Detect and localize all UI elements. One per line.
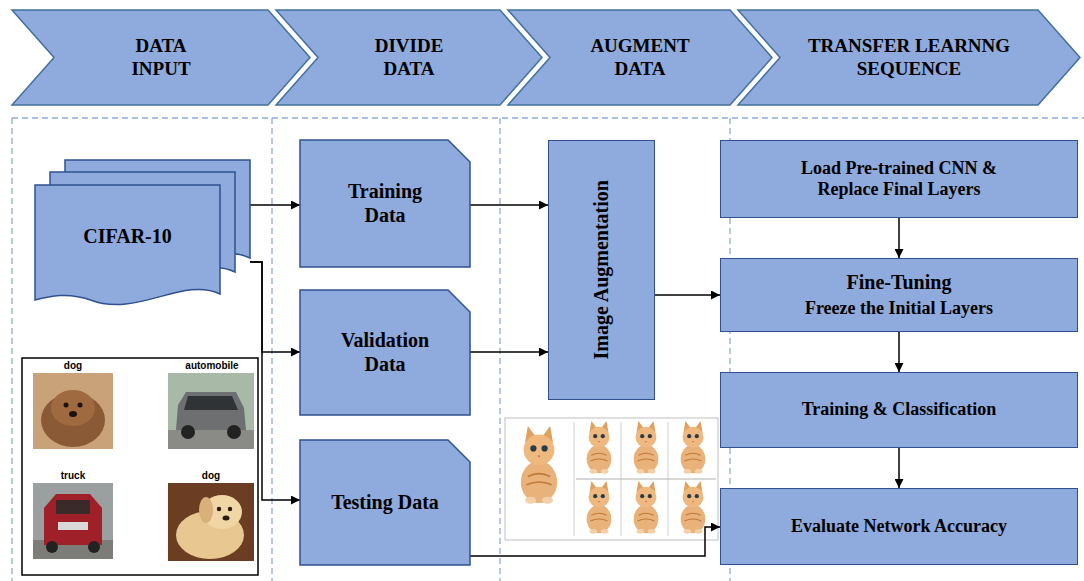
- node-heading: AUGMENT DATA: [583, 35, 698, 80]
- process-box: Image Augmentation: [548, 140, 655, 400]
- node-heading: CIFAR-10: [83, 225, 172, 249]
- node-heading: DATA INPUT: [111, 35, 211, 80]
- node-heading: Training Data: [330, 180, 440, 227]
- stage-chevron: DATA INPUT: [12, 10, 310, 105]
- process-box: Fine-TuningFreeze the Initial Layers: [720, 258, 1078, 332]
- process-box: Load Pre-trained CNN & Replace Final Lay…: [720, 140, 1078, 218]
- image-caption: truck: [61, 470, 85, 481]
- stage-chevron: DIVIDE DATA: [276, 10, 542, 105]
- sample-images: [22, 358, 258, 575]
- stage-chevron: AUGMENT DATA: [508, 10, 772, 105]
- flow-arrow: [898, 332, 900, 372]
- data-document: Validation Data: [300, 290, 470, 415]
- process-box: Evaluate Network Accuracy: [720, 488, 1078, 565]
- flow-arrow: [898, 218, 900, 258]
- flow-arrow: [470, 351, 548, 353]
- flow-arrow: [250, 204, 300, 206]
- node-heading: Training & Classification: [802, 399, 997, 420]
- flow-arrow: [250, 262, 300, 500]
- data-document: Testing Data: [300, 440, 470, 565]
- node-heading: Fine-Tuning: [847, 271, 952, 295]
- node-heading: DIVIDE DATA: [359, 35, 459, 80]
- node-heading: Validation Data: [330, 329, 440, 376]
- data-document: Training Data: [300, 140, 470, 267]
- flow-arrow: [655, 294, 720, 296]
- flow-arrow: [250, 262, 300, 352]
- node-subtext: Freeze the Initial Layers: [805, 298, 993, 319]
- node-heading: Evaluate Network Accuracy: [791, 516, 1007, 537]
- node-heading: Load Pre-trained CNN & Replace Final Lay…: [779, 158, 1019, 200]
- node-heading: TRANSFER LEARNNG SEQUENCE: [789, 35, 1029, 80]
- image-caption: automobile: [185, 360, 238, 371]
- stage-chevron: TRANSFER LEARNNG SEQUENCE: [738, 10, 1080, 105]
- image-caption: dog: [202, 470, 220, 481]
- flow-arrow: [470, 204, 548, 206]
- process-box: Training & Classification: [720, 372, 1078, 448]
- node-heading: Testing Data: [330, 491, 440, 515]
- dashed-frame: [12, 118, 1084, 581]
- augmentation-picture: [505, 418, 718, 540]
- flow-arrow: [898, 448, 900, 488]
- node-heading: Image Augmentation: [590, 180, 614, 359]
- image-caption: dog: [64, 360, 82, 371]
- flow-arrow: [470, 527, 720, 556]
- dataset-document: CIFAR-10: [35, 160, 250, 308]
